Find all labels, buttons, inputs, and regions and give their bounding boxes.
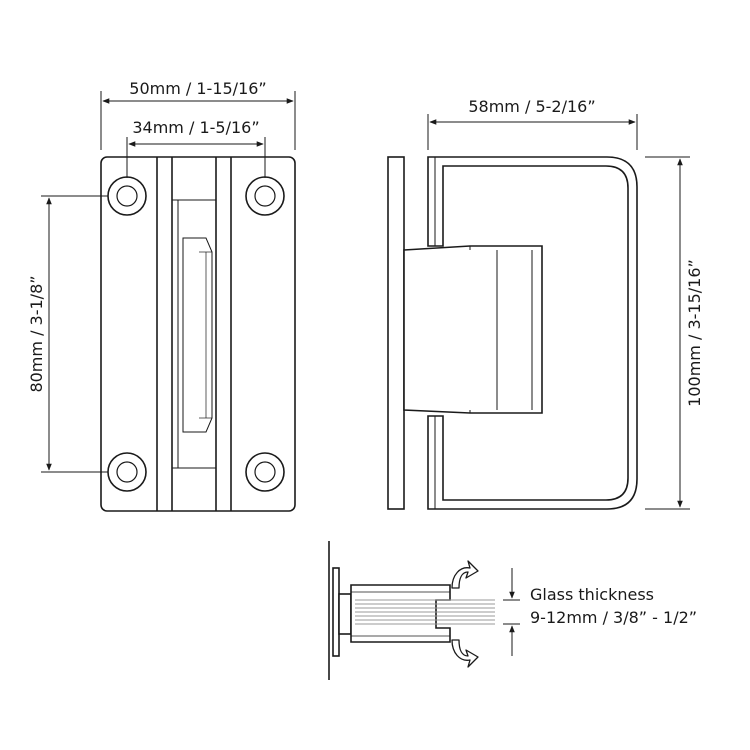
glass-thickness-title: Glass thickness (530, 585, 654, 604)
glass-pane (355, 599, 495, 625)
glass-thickness-dimension (503, 568, 520, 656)
overall-height-label: 100mm / 3-15/16” (685, 259, 704, 407)
side-width-label: 58mm / 5-2/16” (468, 97, 595, 116)
glass-thickness-range: 9-12mm / 3/8” - 1/2” (530, 608, 697, 627)
hole-spacing-height-dimension: 80mm / 3-1/8” (27, 195, 108, 473)
front-plate (100, 156, 296, 512)
rotate-arrow-up-icon (451, 560, 479, 589)
side-view: 58mm / 5-2/16” 100mm / 3-15/16” (387, 97, 704, 510)
rotate-arrow-down-icon (451, 639, 479, 668)
hinge-barrel (403, 245, 543, 414)
overall-width-dimension: 50mm / 1-15/16” (100, 79, 296, 150)
mounting-hole-bottom-left (107, 452, 147, 492)
overall-width-label: 50mm / 1-15/16” (129, 79, 266, 98)
wall-plate (387, 156, 405, 510)
side-width-dimension: 58mm / 5-2/16” (427, 97, 638, 150)
overall-height-dimension: 100mm / 3-15/16” (645, 156, 704, 510)
mounting-hole-bottom-right (245, 452, 285, 492)
hole-spacing-width-label: 34mm / 1-5/16” (132, 118, 259, 137)
mounting-hole-top-left (107, 176, 147, 216)
front-view: 50mm / 1-15/16” 34mm / 1-5/16” 80mm / 3-… (27, 79, 296, 512)
mounting-hole-top-right (245, 176, 285, 216)
hole-spacing-height-label: 80mm / 3-1/8” (27, 275, 46, 392)
glass-clamp (427, 156, 638, 510)
hole-spacing-width-dimension: 34mm / 1-5/16” (126, 118, 266, 178)
glass-thickness-detail: Glass thickness 9-12mm / 3/8” - 1/2” (328, 541, 697, 680)
